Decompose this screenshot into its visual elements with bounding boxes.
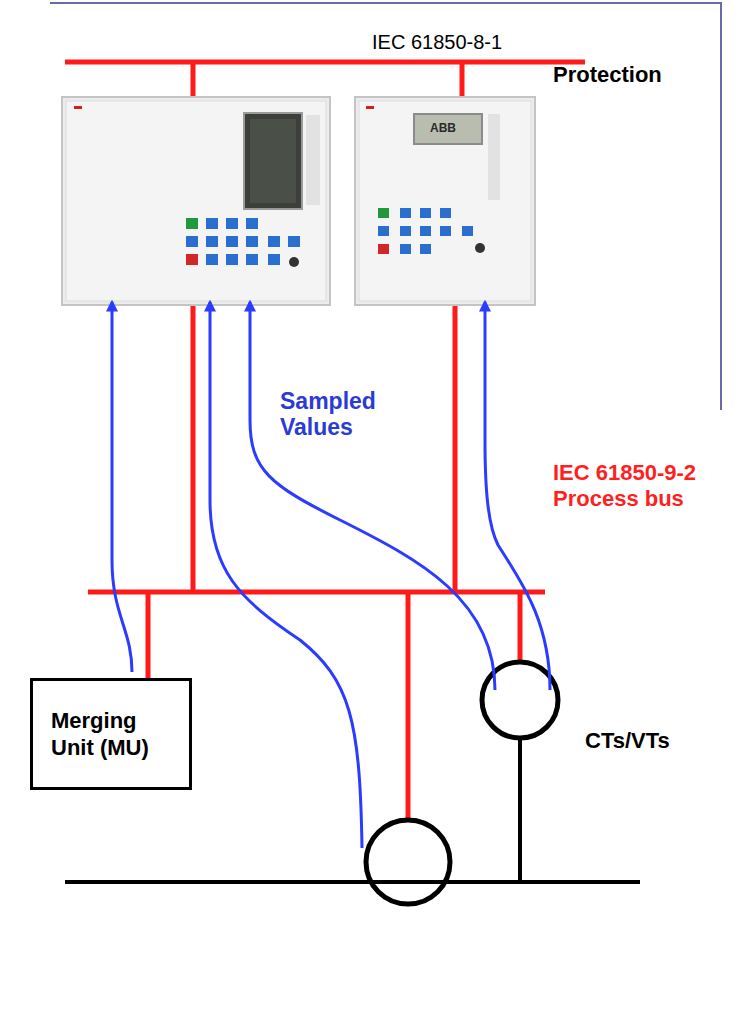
vt-connection: [518, 738, 522, 882]
sampled-value-flow: [112, 302, 132, 672]
bus-drop: [460, 62, 465, 97]
station-bus: [65, 60, 585, 65]
current-transformer: [366, 820, 450, 904]
relay-button: [206, 254, 218, 265]
relay-button: [378, 208, 389, 218]
box-text: Merging Unit (MU): [51, 707, 171, 762]
process-bus: [88, 590, 545, 595]
relay-button: [268, 254, 280, 265]
relay-button: [268, 236, 280, 247]
relay-button: [186, 254, 198, 265]
relay-button: [440, 226, 451, 236]
relay-lcd-glass: [250, 119, 296, 203]
relay-port: [475, 243, 485, 253]
bus-drop: [406, 592, 411, 820]
relay-button: [206, 236, 218, 247]
busbar: [65, 880, 640, 884]
relay-button: [288, 236, 300, 247]
bus-drop: [453, 305, 458, 592]
relay-button: [420, 208, 431, 218]
relay-button: [246, 254, 258, 265]
relay-button: [246, 218, 258, 229]
bus-label: IEC 61850-9-2 Process bus: [553, 460, 718, 513]
relay-front: [359, 101, 531, 301]
bus-drop: [518, 592, 523, 662]
relay-button: [462, 226, 473, 236]
relay-button: [186, 236, 198, 247]
relay-lcd: [414, 114, 482, 144]
relay-button: [400, 208, 411, 218]
relay-button: [206, 218, 218, 229]
relay-button: [186, 218, 198, 229]
sampled-value-flow: [210, 302, 362, 848]
bus-label: IEC 61850-8-1: [372, 30, 502, 54]
screen-text: ABB: [430, 121, 456, 135]
instrument-label: CTs/VTs: [585, 728, 670, 754]
bus-drop: [191, 62, 196, 97]
frame-line: [50, 3, 721, 410]
relay-button: [400, 244, 411, 254]
protection-relay: [62, 97, 330, 305]
relay-lcd: [244, 113, 302, 209]
relay-button: [400, 226, 411, 236]
protection-relay: [355, 97, 535, 305]
sampled-value-flow: [250, 302, 495, 690]
relay-port: [289, 257, 299, 267]
bus-drop: [191, 305, 196, 592]
relay-leds: [306, 115, 320, 205]
relay-button: [378, 244, 389, 254]
relay-button: [226, 218, 238, 229]
relay-button: [226, 254, 238, 265]
relay-button: [420, 244, 431, 254]
relay-button: [420, 226, 431, 236]
relay-button: [378, 226, 389, 236]
relay-case: [355, 97, 535, 305]
relay-leds: [488, 114, 500, 200]
relay-case: [62, 97, 330, 305]
relay-button: [440, 208, 451, 218]
sampled-value-flow: [485, 302, 550, 690]
relay-button: [226, 236, 238, 247]
relay-front: [66, 101, 326, 301]
bus-drop: [146, 592, 151, 680]
merging-unit-box: Merging Unit (MU): [30, 678, 192, 790]
relay-logo: [366, 106, 374, 109]
relay-button: [246, 236, 258, 247]
relay-logo: [74, 106, 82, 109]
group-label: Protection: [553, 62, 662, 88]
flow-label: Sampled Values: [278, 388, 394, 441]
